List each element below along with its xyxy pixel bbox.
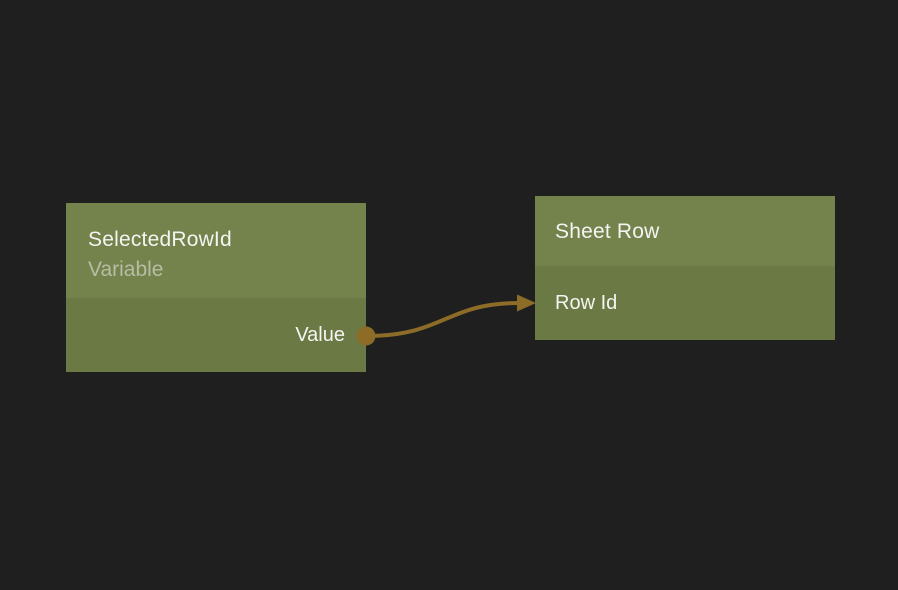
node-sheetrow-header[interactable]: Sheet Row <box>535 196 835 266</box>
node-sheetrow-input-row: Row Id <box>535 266 835 340</box>
input-port-label: Row Id <box>555 291 618 314</box>
node-selectedrowid-header[interactable]: SelectedRowId Variable <box>66 203 366 298</box>
node-subtitle: Variable <box>88 258 164 281</box>
node-selectedrowid-output-row: Value <box>66 298 366 372</box>
output-port-label: Value <box>295 323 345 346</box>
node-title: SelectedRowId <box>88 228 232 251</box>
connection-wire[interactable] <box>364 301 521 338</box>
node-title: Sheet Row <box>555 220 660 243</box>
node-selectedrowid[interactable]: SelectedRowId Variable Value <box>66 203 366 372</box>
node-sheetrow[interactable]: Sheet Row Row Id <box>535 196 835 340</box>
value-output-port[interactable] <box>356 326 376 346</box>
